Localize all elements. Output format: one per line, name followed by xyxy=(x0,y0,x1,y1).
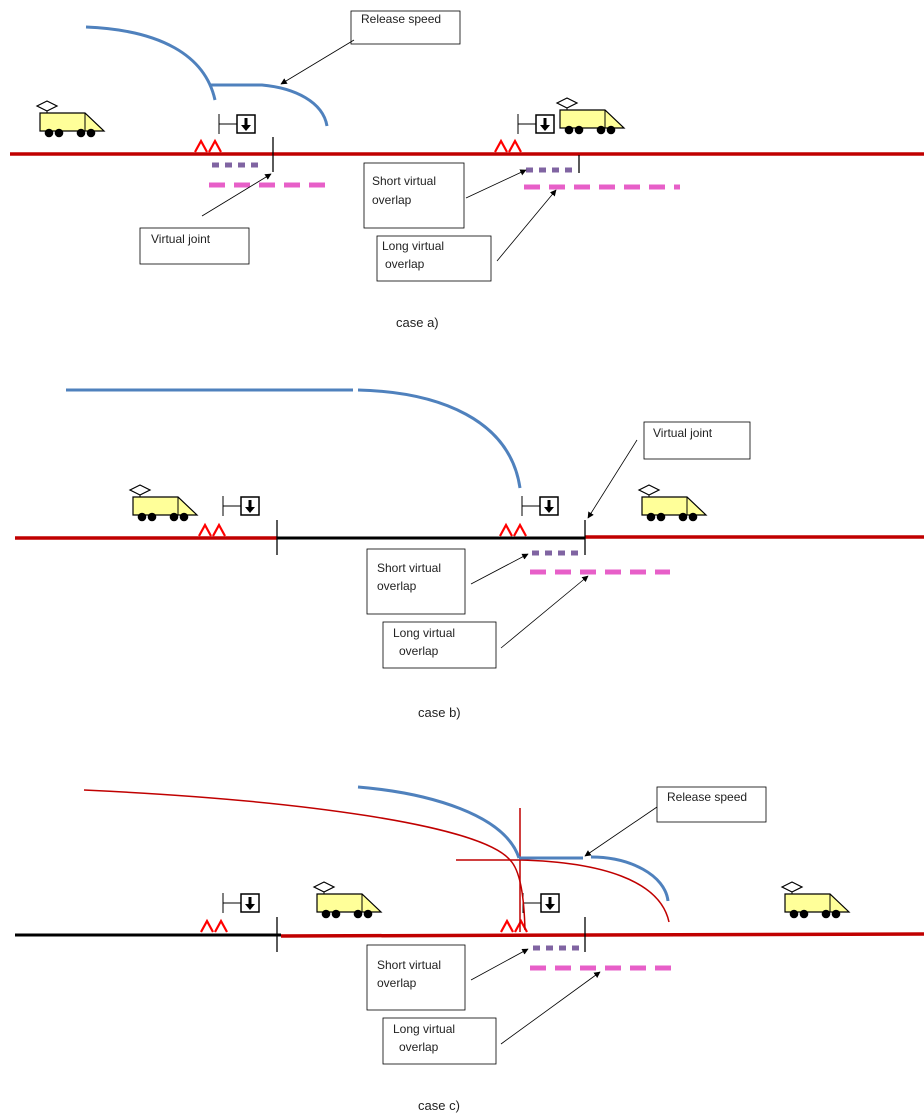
long-overlap-label-box xyxy=(376,235,492,282)
short-overlap-label-box xyxy=(366,548,466,615)
stop-marker-icon xyxy=(521,891,561,915)
balise-icon xyxy=(498,523,528,538)
short-overlap-label-box xyxy=(366,944,466,1011)
train-icon xyxy=(556,97,625,135)
case-c-caption: case c) xyxy=(418,1098,460,1113)
red-release-curve xyxy=(456,859,670,923)
stop-marker-icon xyxy=(217,112,257,136)
track-occupied xyxy=(280,932,924,938)
long-overlap-label-line2: overlap xyxy=(399,644,439,658)
virtual-joint-label-box xyxy=(643,421,751,460)
braking-curve xyxy=(85,25,217,101)
braking-curve xyxy=(357,785,521,859)
long-overlap-label-line1: Long virtual xyxy=(393,1022,455,1036)
case-a-diagram: Release speed Virtual joint Short virtua… xyxy=(10,10,924,330)
case-a-caption: case a) xyxy=(396,315,439,330)
balise-icon xyxy=(199,919,229,934)
short-overlap-label-line1: Short virtual xyxy=(377,561,441,575)
stop-marker-icon xyxy=(520,494,560,518)
stop-marker-icon xyxy=(221,494,261,518)
long-overlap-label-line1: Long virtual xyxy=(393,626,455,640)
long-overlap-label-line2: overlap xyxy=(385,257,425,271)
long-overlap-label-line1: Long virtual xyxy=(382,239,444,253)
balise-icon xyxy=(499,919,529,934)
train-icon xyxy=(781,881,850,919)
release-speed-label-box xyxy=(350,10,461,45)
stop-marker-icon xyxy=(516,112,556,136)
short-overlap-label-line2: overlap xyxy=(372,193,412,207)
long-overlap-label-box xyxy=(382,621,497,669)
balise-icon xyxy=(193,139,223,154)
release-speed-label: Release speed xyxy=(361,12,441,26)
release-speed-label-box xyxy=(656,786,767,823)
stop-marker-icon xyxy=(221,891,261,915)
train-icon xyxy=(638,484,707,522)
train-icon xyxy=(129,484,198,522)
short-overlap-label-line1: Short virtual xyxy=(377,958,441,972)
balise-icon xyxy=(493,139,523,154)
release-speed-label: Release speed xyxy=(667,790,747,804)
train-icon xyxy=(313,881,382,919)
short-overlap-label-line2: overlap xyxy=(377,579,417,593)
train-icon xyxy=(36,100,105,138)
short-overlap-label-line2: overlap xyxy=(377,976,417,990)
release-speed-curve xyxy=(210,83,329,127)
long-overlap-label-line2: overlap xyxy=(399,1040,439,1054)
case-b-diagram: Virtual joint Short virtual overlap Long… xyxy=(15,388,924,720)
case-c-diagram: Release speed Short virtual overlap Long… xyxy=(15,785,924,1113)
short-overlap-label-box xyxy=(363,162,465,229)
balise-icon xyxy=(197,523,227,538)
case-b-caption: case b) xyxy=(418,705,461,720)
long-overlap-label-box xyxy=(382,1017,497,1065)
release-speed-curve xyxy=(590,855,670,902)
braking-curve xyxy=(357,388,522,489)
virtual-joint-label: Virtual joint xyxy=(151,232,211,246)
short-overlap-label-line1: Short virtual xyxy=(372,174,436,188)
virtual-joint-label: Virtual joint xyxy=(653,426,713,440)
virtual-joint-label-box xyxy=(139,227,250,265)
